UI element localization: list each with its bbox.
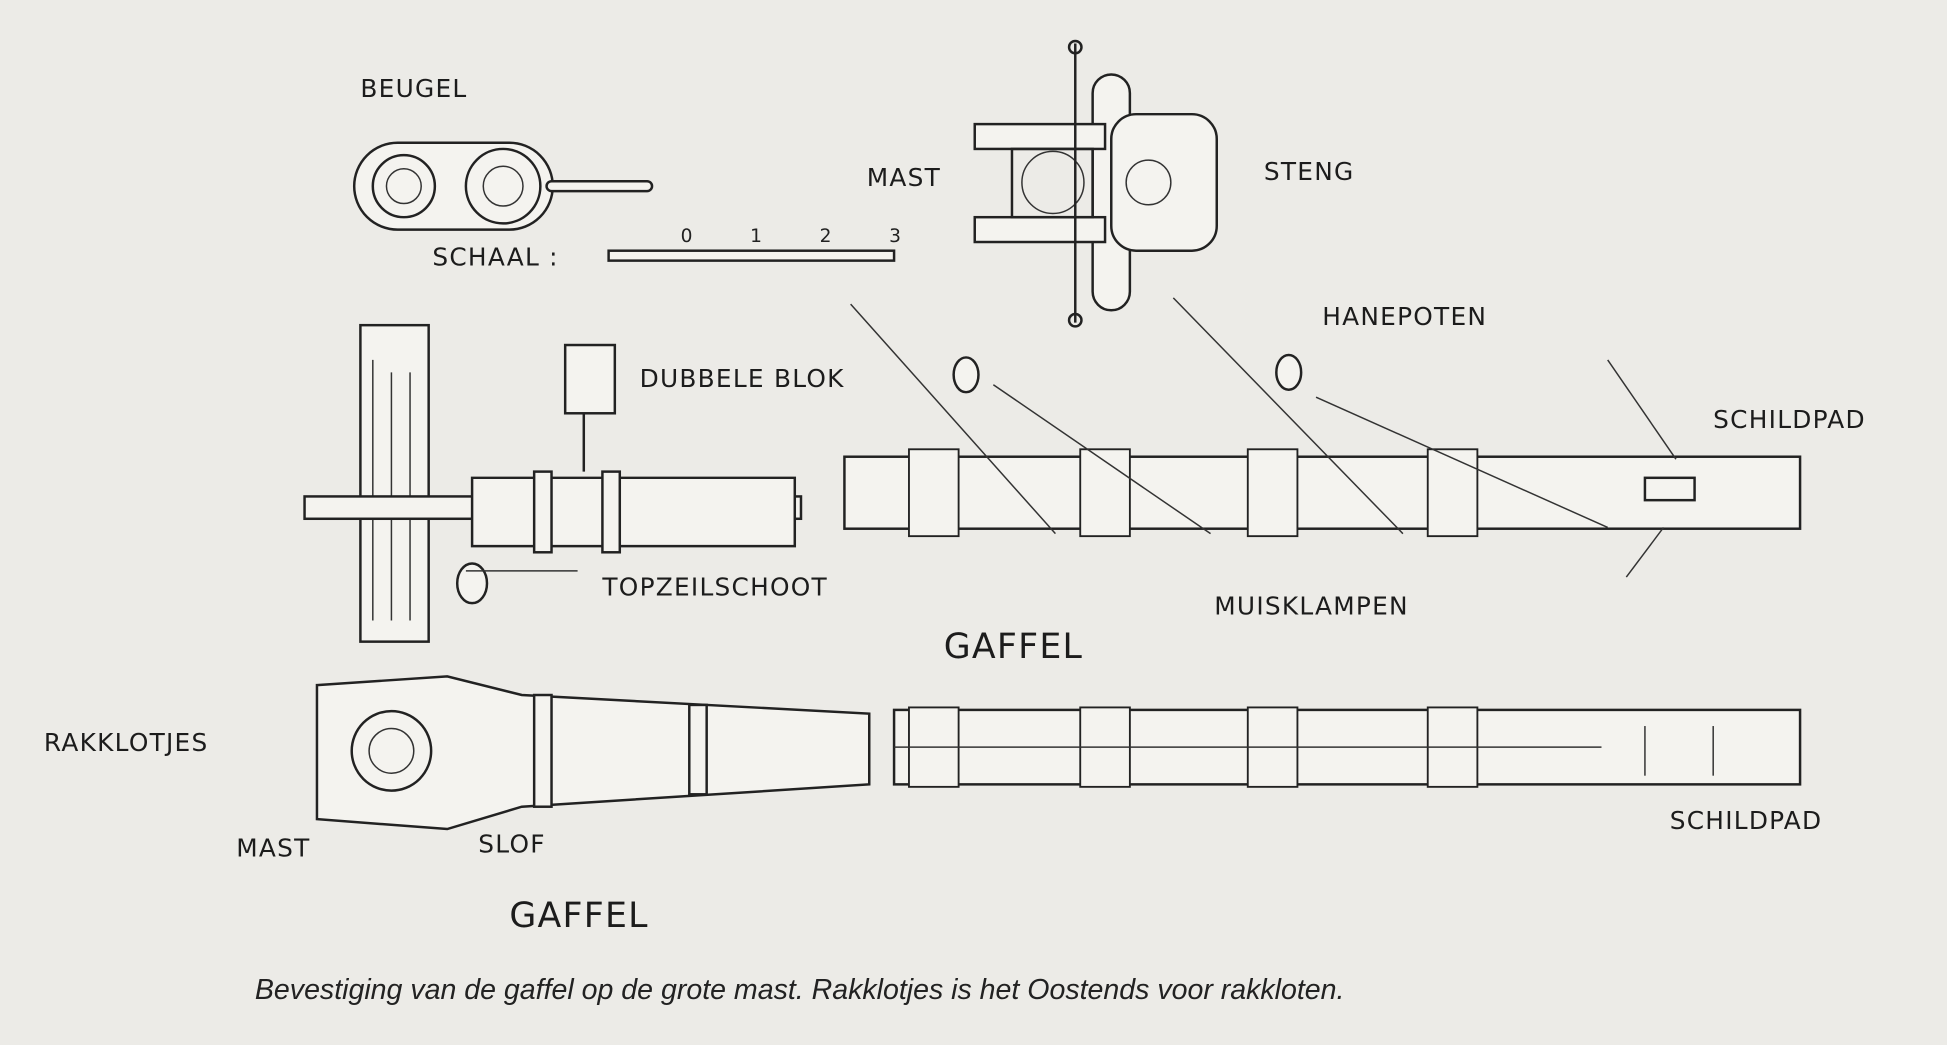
label-rakklotjes: RAKKLOTJES	[44, 728, 209, 757]
scale-tick: 0	[681, 226, 693, 247]
scale-tick: 3	[889, 226, 901, 247]
beugel-drawing	[352, 141, 654, 231]
scale-tick: 1	[750, 226, 762, 247]
label-steng: STENG	[1264, 157, 1355, 186]
gaffel-plan-drawing	[315, 675, 1802, 831]
label-slof: SLOF	[478, 830, 545, 859]
scale-bar	[607, 249, 896, 262]
label-dubbele-blok: DUBBELE BLOK	[640, 364, 845, 393]
label-schaal: SCHAAL :	[432, 243, 558, 272]
mast-steng-drawing	[973, 39, 1218, 328]
label-schildpad-bottom: SCHILDPAD	[1670, 806, 1823, 835]
label-schildpad-top: SCHILDPAD	[1713, 405, 1866, 434]
label-gaffel-mid: GAFFEL	[944, 627, 1083, 667]
gaffel-side-drawing	[843, 297, 1802, 578]
figure-caption: Bevestiging van de gaffel op de grote ma…	[255, 974, 1345, 1006]
label-gaffel-bottom: GAFFEL	[509, 896, 648, 936]
label-muisklampen: MUISKLAMPEN	[1214, 591, 1409, 620]
label-beugel: BEUGEL	[360, 74, 467, 103]
label-mast-top: MAST	[867, 163, 941, 192]
label-hanepoten: HANEPOTEN	[1322, 302, 1487, 331]
mast-side-drawing	[303, 323, 803, 643]
label-mast-bottom: MAST	[236, 833, 310, 862]
scale-tick: 2	[820, 226, 832, 247]
label-topzeilschoot: TOPZEILSCHOOT	[601, 573, 828, 602]
